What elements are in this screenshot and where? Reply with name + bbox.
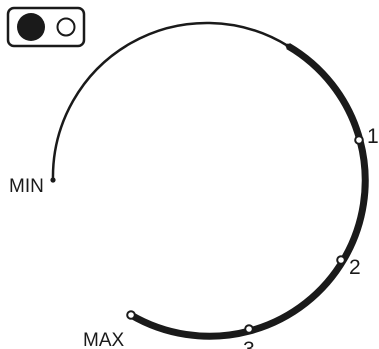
dial-arc-thick xyxy=(129,42,369,340)
max-label: MAX xyxy=(83,330,125,349)
max-marker xyxy=(126,310,136,320)
step-1-label: 1 xyxy=(367,125,379,148)
mode-indicator xyxy=(6,6,86,48)
min-label: MIN xyxy=(9,176,44,197)
step-2-marker xyxy=(336,255,346,265)
min-marker xyxy=(50,177,56,183)
dial-arc-thin xyxy=(51,21,290,182)
step-2-label: 2 xyxy=(349,256,361,279)
step-1-marker xyxy=(354,135,364,145)
step-3-marker xyxy=(244,324,254,334)
mode-indicator-frame xyxy=(6,6,86,48)
filled-circle-icon xyxy=(17,13,45,41)
hollow-circle-icon xyxy=(56,17,76,37)
step-3-label: 3 xyxy=(243,338,255,349)
arc-transition-marker xyxy=(285,43,291,49)
